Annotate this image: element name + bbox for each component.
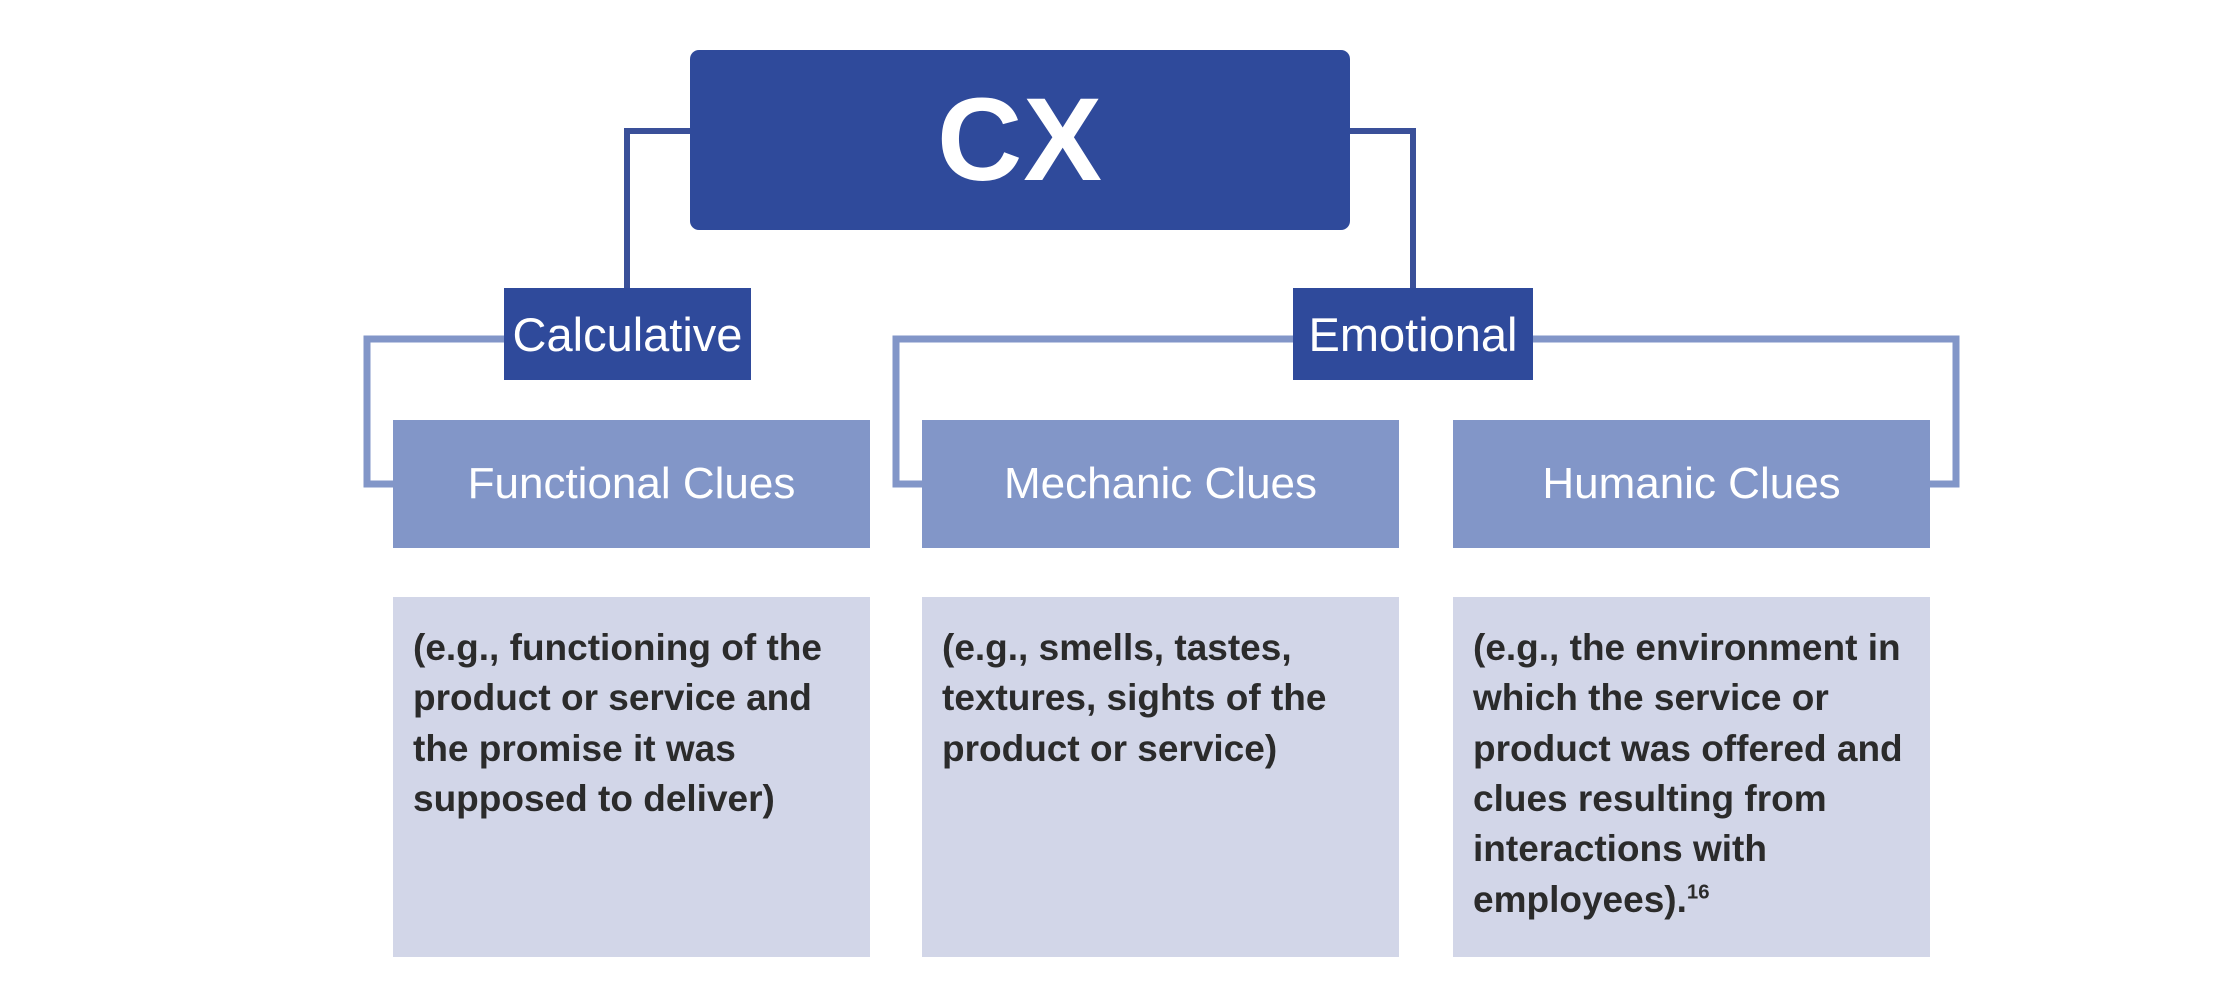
description-humanic-text: (e.g., the environment in which the serv… [1473, 627, 1903, 920]
node-functional-clues[interactable]: Functional Clues [393, 420, 870, 548]
description-mechanic-clues: (e.g., smells, tastes, textures, sights … [922, 597, 1399, 957]
description-functional-text: (e.g., functioning of the product or ser… [413, 627, 822, 819]
node-cx-root[interactable]: CX [690, 50, 1350, 230]
description-humanic-clues: (e.g., the environment in which the serv… [1453, 597, 1930, 957]
description-functional-clues: (e.g., functioning of the product or ser… [393, 597, 870, 957]
connector-cx-to-calculative [624, 128, 690, 288]
connector-cx-to-emotional [1350, 128, 1416, 288]
node-humanic-clues[interactable]: Humanic Clues [1453, 420, 1930, 548]
description-mechanic-text: (e.g., smells, tastes, textures, sights … [942, 627, 1327, 769]
node-emotional[interactable]: Emotional [1293, 288, 1533, 380]
description-humanic-footnote: 16 [1686, 881, 1710, 904]
node-mechanic-clues[interactable]: Mechanic Clues [922, 420, 1399, 548]
node-calculative[interactable]: Calculative [504, 288, 751, 380]
